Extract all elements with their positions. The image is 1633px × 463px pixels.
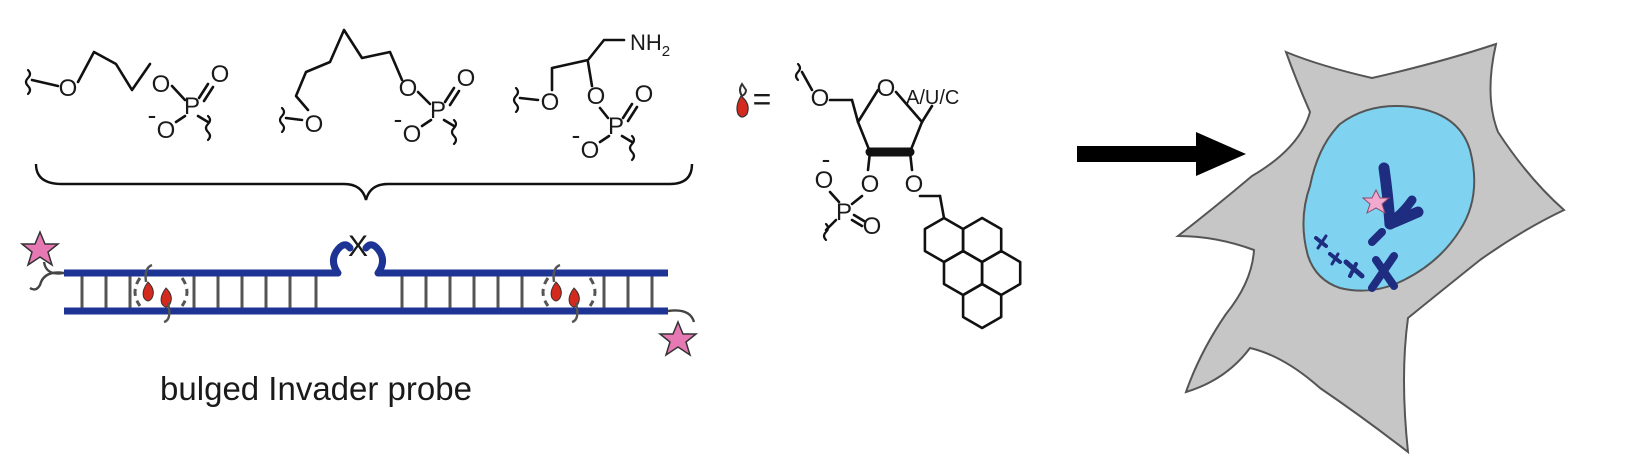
chromosome-icon xyxy=(1368,162,1424,246)
oxygen-label: O xyxy=(211,61,230,88)
hotspot-left xyxy=(133,263,189,324)
probe-caption: bulged Invader probe xyxy=(160,370,472,407)
oxygen-label: O xyxy=(457,65,476,92)
chromosome-icon xyxy=(1314,234,1328,250)
linker-structure-2: O O P O O - xyxy=(278,28,476,148)
oxygen-label: O xyxy=(815,167,834,194)
oxygen-label: O xyxy=(877,75,896,102)
hotspot-right xyxy=(541,263,597,324)
chromosome-icon xyxy=(1343,259,1365,279)
oxygen-label: O xyxy=(541,89,560,116)
base-pair-rungs xyxy=(80,273,654,311)
minus-charge: - xyxy=(148,100,157,130)
oxygen-label: O xyxy=(863,213,882,240)
minus-charge: - xyxy=(822,144,831,174)
phosphorus-label: P xyxy=(430,97,446,124)
oxygen-label: O xyxy=(152,71,171,98)
phosphorus-label: P xyxy=(608,113,624,140)
oxygen-label: O xyxy=(905,171,924,198)
pyrene-monomer-icon xyxy=(160,287,172,308)
bulge-arc-left xyxy=(329,241,354,277)
pyrene-monomer-icon xyxy=(736,95,749,118)
linker-structure-3: O NH2 O P O O - xyxy=(512,30,670,164)
base-label: A/U/C xyxy=(906,87,959,109)
pyrene-monomer-icon xyxy=(550,281,562,302)
pyrene-rings xyxy=(923,216,1022,330)
grouping-brace xyxy=(34,163,694,201)
reaction-arrow-icon xyxy=(1077,132,1246,176)
oxygen-label: O xyxy=(635,81,654,108)
phosphorus-label: P xyxy=(836,199,852,226)
oxygen-label: O xyxy=(861,171,880,198)
oxygen-label: O xyxy=(403,121,422,148)
bulge-arc-right xyxy=(362,241,387,277)
oxygen-label: O xyxy=(399,75,418,102)
bulge-label: X xyxy=(348,230,368,263)
pyrene-nucleotide-structure: O O A/U/C O P O - O O xyxy=(794,62,1022,330)
fluorophore-star-icon xyxy=(1361,188,1391,215)
minus-charge: - xyxy=(394,104,403,134)
fluorophore-star-icon xyxy=(19,230,61,267)
oxygen-label: O xyxy=(811,85,830,112)
pyrene-monomer-icon xyxy=(739,82,748,98)
equals-sign: = xyxy=(753,81,772,117)
minus-charge: - xyxy=(572,120,581,150)
cell-icon xyxy=(1175,42,1566,455)
pyrene-monomer-icon xyxy=(568,287,580,308)
chromosome-icon xyxy=(1328,252,1342,266)
chromosome-icon xyxy=(1368,252,1398,292)
fluorophore-star-icon xyxy=(657,320,699,357)
aromatic-ring xyxy=(961,282,1003,330)
phosphorus-label: P xyxy=(184,93,200,120)
pyrene-monomer-icon xyxy=(142,281,154,302)
oxygen-label: O xyxy=(587,83,606,110)
invader-probe-duplex: X xyxy=(19,230,699,357)
amine-group: NH2 xyxy=(630,30,670,60)
oxygen-label: O xyxy=(59,75,78,102)
oxygen-label: O xyxy=(581,137,600,164)
oxygen-label: O xyxy=(157,117,176,144)
oxygen-label: O xyxy=(305,111,324,138)
linker-structure-1: O O P O O - xyxy=(24,50,230,144)
